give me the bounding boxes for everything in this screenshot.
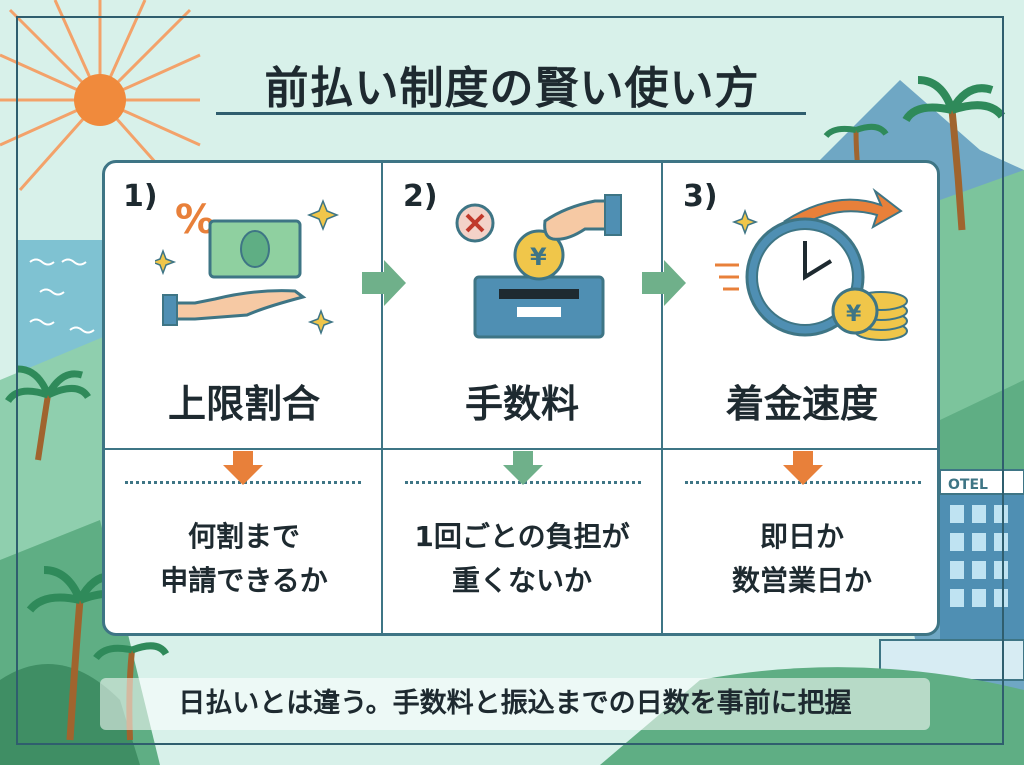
desc-line: 重くないか: [451, 564, 592, 597]
step-number: 1): [123, 179, 158, 214]
desc-line: 1回ごとの負担が: [414, 520, 630, 553]
step-label: 手数料: [464, 382, 579, 426]
step-number: 2): [403, 179, 438, 214]
hotel-building: [879, 469, 1024, 681]
desc-line: 申請できるか: [160, 564, 328, 597]
step-label: 着金速度: [725, 382, 878, 426]
coin-box-fee-icon: ¥: [455, 194, 622, 339]
step-number: 3): [683, 179, 718, 214]
step-description: 1回ごとの負担が 重くないか: [383, 515, 661, 603]
right-arrow-icon: [642, 260, 686, 306]
desc-line: 数営業日か: [731, 564, 872, 597]
right-arrow-icon: [362, 260, 406, 306]
svg-text:%: %: [175, 197, 215, 243]
outer-frame: [16, 16, 1004, 745]
column-divider: [381, 163, 383, 633]
desc-line: 即日か: [759, 520, 844, 553]
step-description: 何割まで 申請できるか: [105, 515, 383, 603]
money-hand-percent-icon: %: [155, 197, 340, 336]
palm-tree-right-icon: [823, 76, 1006, 231]
svg-text:¥: ¥: [530, 243, 547, 271]
step-description: 即日か 数営業日か: [663, 515, 941, 603]
clock-coins-icon: ¥: [715, 187, 908, 341]
column-divider: [661, 163, 663, 633]
down-arrow-orange-icon: [783, 451, 823, 485]
svg-text:¥: ¥: [846, 302, 862, 327]
page-title: 前払い制度の賢い使い方: [264, 63, 760, 114]
down-arrow-green-icon: [503, 451, 543, 485]
sun-icon: [0, 0, 201, 191]
down-arrow-orange-icon: [223, 451, 263, 485]
hotel-sign: OTEL: [948, 477, 988, 493]
step-label: 上限割合: [167, 382, 320, 426]
row-divider: [105, 448, 937, 450]
footer-note: 日払いとは違う。手数料と振込までの日数を事前に把握: [100, 678, 930, 730]
palm-tree-left-icon: [5, 365, 91, 461]
desc-line: 何割まで: [187, 520, 300, 553]
title-underline: [216, 112, 806, 115]
steps-card: 1) % 上限割合 何割まで 申請できるか 2) ¥: [102, 160, 940, 636]
